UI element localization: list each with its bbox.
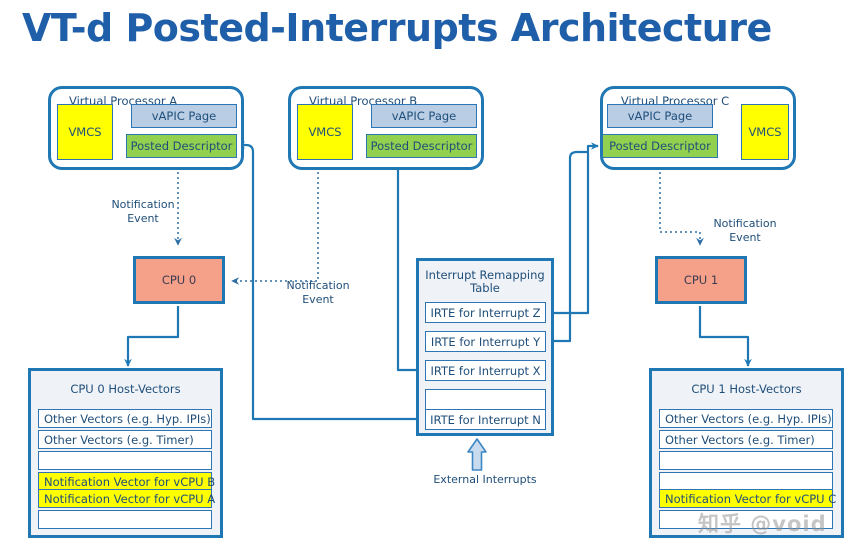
host-vector-row[interactable]: Notification Vector for vCPU A	[38, 489, 215, 508]
vp-a-vmcs: VMCS	[57, 104, 113, 160]
irt-title: Interrupt Remapping Table	[425, 268, 545, 295]
external-interrupts-arrow	[467, 438, 487, 471]
host-vector-row[interactable]	[38, 451, 212, 470]
cpu-1-host-vectors-title: CPU 1 Host-Vectors	[691, 382, 802, 396]
host-vector-row[interactable]: Other Vectors (e.g. Timer)	[659, 430, 833, 449]
host-vector-row[interactable]	[659, 510, 833, 529]
notification-event-label-c: Notification Event	[713, 217, 777, 244]
cpu-0-host-vectors-title: CPU 0 Host-Vectors	[70, 382, 181, 396]
host-vector-row[interactable]	[38, 510, 212, 529]
vp-c-vapic-page: vAPIC Page	[607, 104, 713, 128]
host-vector-row[interactable]: Notification Vector for vCPU B	[38, 472, 215, 491]
host-vector-row[interactable]: Other Vectors (e.g. Timer)	[38, 430, 212, 449]
irt-row[interactable]: IRTE for Interrupt Z	[425, 302, 546, 323]
host-vector-row[interactable]: Other Vectors (e.g. Hyp. IPIs)	[659, 409, 833, 428]
page-title: VT-d Posted-Interrupts Architecture	[22, 6, 772, 50]
irt-row[interactable]: IRTE for Interrupt X	[425, 360, 546, 381]
vp-a-vapic-page: vAPIC Page	[131, 104, 237, 128]
vp-b-vmcs: VMCS	[297, 104, 353, 160]
vp-b-vapic-page: vAPIC Page	[371, 104, 477, 128]
irt-row[interactable]	[425, 389, 546, 410]
cpu-1-box: CPU 1	[655, 256, 747, 304]
host-vector-row[interactable]	[659, 451, 833, 470]
host-vector-row[interactable]: Notification Vector for vCPU C	[659, 489, 836, 508]
notification-event-label-b: Notification Event	[286, 279, 350, 306]
vp-b-posted-descriptor: Posted Descriptor	[366, 134, 477, 158]
irt-row[interactable]: IRTE for Interrupt N	[425, 409, 546, 430]
notification-event-label-a: Notification Event	[111, 198, 175, 225]
external-interrupts-label: External Interrupts	[433, 473, 537, 486]
host-vector-row[interactable]: Other Vectors (e.g. Hyp. IPIs)	[38, 409, 212, 428]
vp-c-posted-descriptor: Posted Descriptor	[602, 134, 718, 158]
vp-c-vmcs: VMCS	[741, 104, 789, 160]
irt-row[interactable]: IRTE for Interrupt Y	[425, 331, 546, 352]
cpu-0-box: CPU 0	[133, 256, 225, 304]
vp-a-posted-descriptor: Posted Descriptor	[126, 134, 237, 158]
